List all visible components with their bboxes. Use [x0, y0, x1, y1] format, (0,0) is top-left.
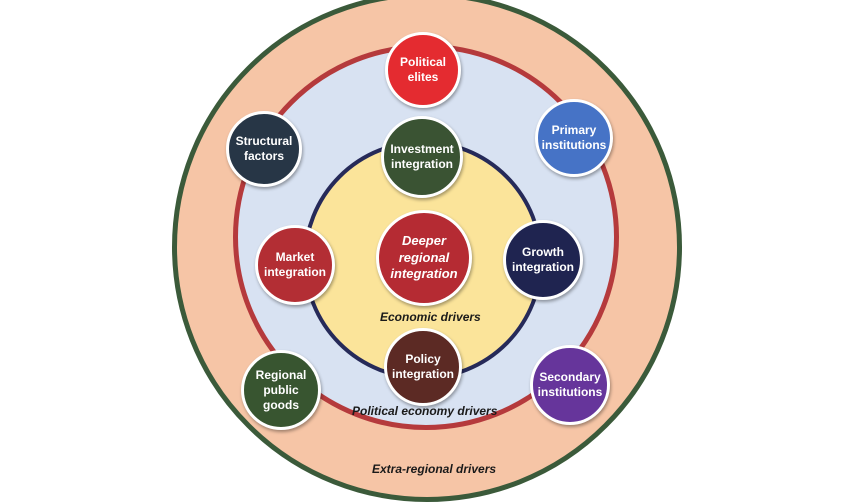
- node-label: Regional public goods: [255, 367, 307, 412]
- node-primary-institutions: Primary institutions: [535, 99, 613, 177]
- node-investment-integration: Investment integration: [381, 116, 463, 198]
- node-label: Secondary institutions: [537, 370, 603, 399]
- integration-drivers-diagram: Deeper regional integration Investment i…: [172, 0, 682, 502]
- node-label: Market integration: [264, 250, 326, 279]
- center-node-deeper-regional-integration: Deeper regional integration: [376, 210, 472, 306]
- node-label: Investment integration: [390, 142, 454, 171]
- node-political-elites: Political elites: [385, 32, 461, 108]
- node-label: Political elites: [399, 55, 446, 84]
- node-label: Structural factors: [235, 134, 293, 163]
- center-node-label: Deeper regional integration: [390, 232, 458, 282]
- node-structural-factors: Structural factors: [226, 111, 302, 187]
- node-policy-integration: Policy integration: [384, 328, 462, 406]
- node-market-integration: Market integration: [255, 225, 335, 305]
- node-growth-integration: Growth integration: [503, 220, 583, 300]
- node-secondary-institutions: Secondary institutions: [530, 345, 610, 425]
- economic-drivers-label: Economic drivers: [380, 310, 481, 324]
- node-label: Growth integration: [512, 245, 574, 274]
- node-regional-public-goods: Regional public goods: [241, 350, 321, 430]
- node-label: Policy integration: [392, 352, 454, 381]
- extra-regional-drivers-label: Extra-regional drivers: [372, 462, 497, 476]
- political-economy-drivers-label: Political economy drivers: [352, 404, 498, 418]
- node-label: Primary institutions: [541, 123, 607, 152]
